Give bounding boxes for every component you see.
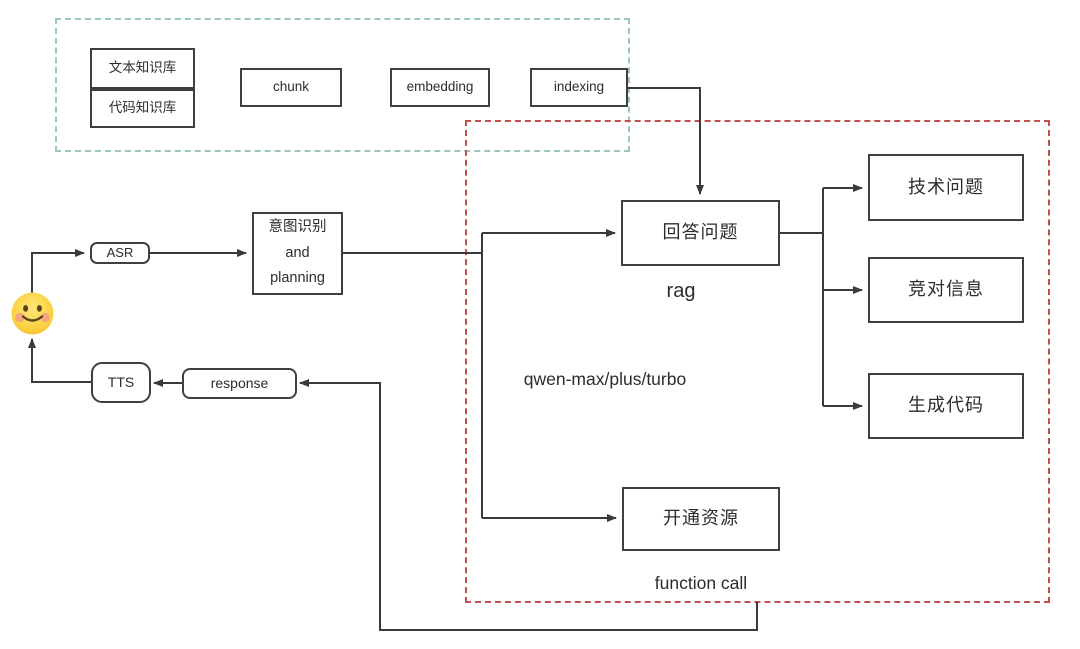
function-call-caption: function call	[654, 573, 748, 593]
rag-caption: rag	[666, 280, 696, 302]
node-chunk: chunk	[240, 68, 342, 107]
node-provision-resource: 开通资源	[622, 487, 780, 551]
intent-label-line1: 意图识别	[268, 219, 327, 236]
node-asr: ASR	[90, 242, 150, 264]
node-tts: TTS	[91, 362, 151, 403]
edge-indexing-to-answer	[628, 87, 704, 195]
edge-user-to-asr	[31, 249, 85, 294]
node-generate-code: 生成代码	[868, 373, 1024, 439]
model-name-label: qwen-max/plus/turbo	[523, 369, 687, 389]
edge-tts-to-user	[28, 338, 91, 383]
edge-llmgroup-to-response	[299, 379, 758, 631]
node-response: response	[182, 368, 297, 399]
intent-label-line3: planning	[270, 270, 325, 287]
node-code-knowledge-base: 代码知识库	[90, 89, 195, 128]
node-indexing: indexing	[530, 68, 628, 107]
node-text-knowledge-base: 文本知识库	[90, 48, 195, 89]
node-intent-recognition-planning: 意图识别 and planning	[252, 212, 343, 295]
node-embedding: embedding	[390, 68, 490, 107]
intent-label-line2: and	[285, 244, 310, 261]
knowledge-base-group-frame	[55, 18, 630, 152]
node-technical-question: 技术问题	[868, 154, 1024, 221]
user-smiling-face-icon	[10, 291, 55, 336]
node-competitor-info: 竞对信息	[868, 257, 1024, 323]
node-answer-question: 回答问题	[621, 200, 780, 266]
